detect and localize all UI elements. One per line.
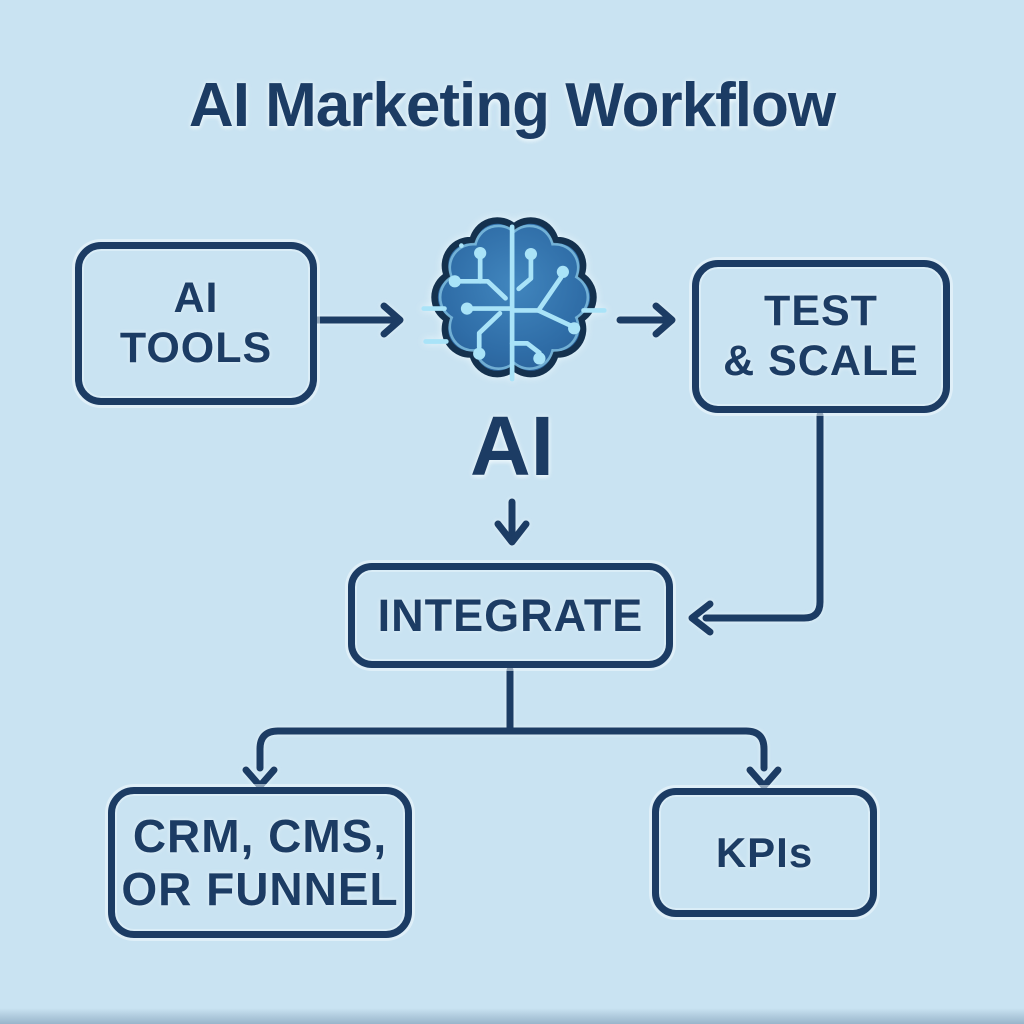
node-kpis: KPIs xyxy=(652,788,877,917)
diagram-title: AI Marketing Workflow xyxy=(188,71,836,140)
arrowhead-right-icon xyxy=(652,302,676,338)
edge-branch xyxy=(256,727,768,772)
crm-label-line1: CRM, CMS, xyxy=(132,810,388,863)
ai-tools-label-line1: AI xyxy=(173,274,219,323)
brain-circuit-icon xyxy=(421,217,607,382)
test-scale-label-line1: TEST xyxy=(764,287,878,336)
kpis-label: KPIs xyxy=(715,828,814,876)
test-scale-label-line2: & SCALE xyxy=(723,336,919,385)
node-test-scale: TEST & SCALE xyxy=(692,260,950,413)
arrowhead-down-icon xyxy=(746,766,782,790)
ai-tools-label-line2: TOOLS xyxy=(119,323,273,372)
node-ai-tools: AI TOOLS xyxy=(75,242,317,405)
arrowhead-down-icon xyxy=(494,520,530,546)
arrowhead-down-icon xyxy=(242,766,278,790)
edge-testscale-integrate xyxy=(702,411,824,622)
arrowhead-left-icon xyxy=(688,600,714,636)
node-integrate: INTEGRATE xyxy=(348,563,673,668)
circuit-traces xyxy=(421,224,607,382)
arrowhead-right-icon xyxy=(380,302,404,338)
ai-label: AI xyxy=(470,399,554,493)
crm-label-line2: OR FUNNEL xyxy=(121,862,399,915)
integrate-label: INTEGRATE xyxy=(377,589,644,641)
node-crm-cms-funnel: CRM, CMS, OR FUNNEL xyxy=(108,787,412,938)
node-brain xyxy=(420,208,608,396)
